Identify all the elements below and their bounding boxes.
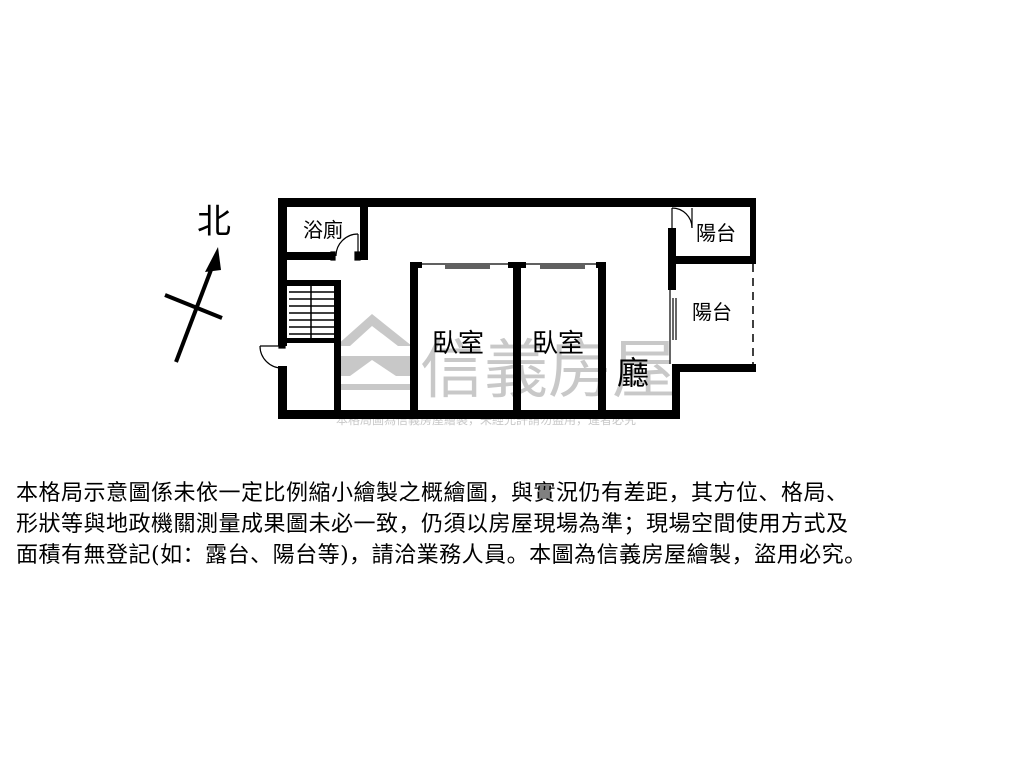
room-label-balcony-2: 陽台 [692, 300, 732, 324]
disclaimer-line: 形狀等與地政機關測量成果圖未必一致，仍須以房屋現場為準；現場空間使用方式及 [16, 512, 849, 537]
disclaimer-line: 本格局示意圖係未依一定比例縮小繪製之概繪圖，與實況仍有差距，其方位、格局、 [16, 481, 849, 506]
walls [278, 198, 756, 419]
compass-arrow [174, 261, 216, 363]
bedroom-1-sliding-door [422, 263, 508, 269]
floor-plan: 北 信義房屋 本格局圖為信義房屋繪製，未經允許請勿盜用，違者必究 [164, 198, 756, 427]
room-label-living: 廳 [617, 354, 649, 392]
bathroom-door [330, 233, 361, 261]
bedroom-2-sliding-door [526, 263, 596, 269]
disclaimer-line: 面積有無登記(如：露台、陽台等)，請洽業務人員。本圖為信義房屋繪製，盜用必究。 [16, 543, 867, 568]
compass-crossbar [164, 293, 223, 320]
room-label-balcony-1: 陽台 [696, 221, 736, 245]
compass-north-label: 北 [197, 202, 231, 242]
disclaimer: 本格局示意圖係未依一定比例縮小繪製之概繪圖，與實況仍有差距，其方位、格局、 形狀… [16, 478, 1012, 571]
compass-arrowhead [205, 247, 221, 272]
compass: 北 [164, 202, 231, 363]
balcony-1-door [671, 207, 693, 229]
balcony-2-sliding-door [669, 290, 677, 364]
room-label-bedroom-1: 臥室 [432, 329, 484, 359]
room-label-bathroom: 浴廁 [303, 218, 343, 242]
doors [259, 207, 754, 369]
room-labels: 浴廁 臥室 臥室 廳 陽台 陽台 [303, 218, 736, 392]
stairs [289, 286, 334, 338]
entry-door [259, 343, 286, 369]
watermark-logo [336, 314, 412, 390]
watermark: 信義房屋 本格局圖為信義房屋繪製，未經允許請勿盜用，違者必究 [336, 314, 676, 427]
room-label-bedroom-2: 臥室 [532, 329, 584, 359]
watermark-brand: 信義房屋 [420, 334, 676, 408]
